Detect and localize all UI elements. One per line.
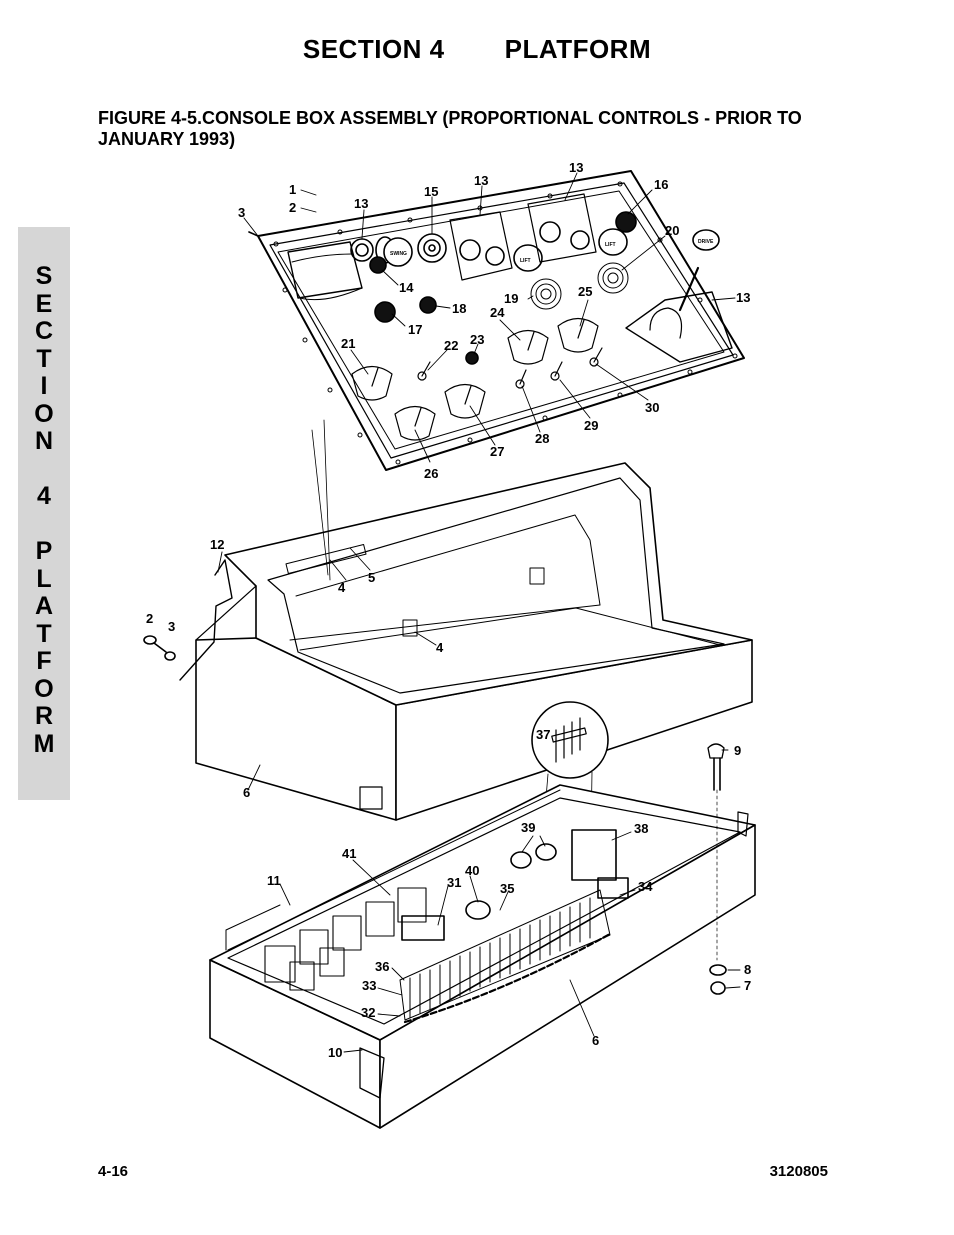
callout-number: 37: [536, 727, 550, 742]
toggle-switches: [351, 317, 603, 441]
side-tab-letter: T: [36, 344, 52, 373]
side-tab-letter: T: [36, 619, 52, 648]
callout-number: 21: [341, 336, 355, 351]
document-number: 3120805: [769, 1163, 828, 1180]
callout-number: 36: [375, 959, 389, 974]
callout-number: 10: [328, 1045, 342, 1060]
callout-number: 18: [452, 301, 466, 316]
callout-number: 1: [289, 182, 296, 197]
side-tab-letter: R: [34, 702, 54, 730]
callout-number: 25: [578, 284, 592, 299]
callout-number: 35: [500, 881, 514, 896]
side-tab-letter: P: [35, 537, 53, 565]
callout-number: 26: [424, 466, 438, 481]
callout-number: 11: [267, 873, 281, 888]
callout-number: 17: [408, 322, 422, 337]
control-panel-plate: [248, 170, 745, 471]
callout-number: 14: [399, 280, 414, 295]
section-number: SECTION 4: [302, 34, 445, 64]
side-tab-letter: O: [34, 674, 54, 703]
indicator-lights: [369, 211, 637, 365]
joystick-controller-lift-2: LIFT: [527, 193, 628, 263]
leader-lines: [217, 172, 741, 1053]
side-tab-letter: 4: [37, 482, 51, 510]
swing-label: SWING: [390, 251, 407, 257]
callout-number: 22: [444, 338, 458, 353]
callout-number: 23: [470, 332, 484, 347]
callout-number: 6: [592, 1033, 599, 1048]
callout-number: 38: [634, 821, 648, 836]
callout-number: 34: [638, 879, 653, 894]
side-tab-letter: I: [40, 372, 48, 400]
console-housing: [143, 419, 753, 821]
callout-number: 32: [361, 1005, 375, 1020]
lift-label-1: LIFT: [520, 258, 531, 264]
callout-number: 29: [584, 418, 598, 433]
figure-title: FIGURE 4-5.CONSOLE BOX ASSEMBLY (PROPORT…: [98, 108, 802, 149]
side-tab-letter: C: [34, 317, 54, 345]
drive-joystick-20: DRIVE: [625, 229, 733, 363]
callout-number: 13: [736, 290, 750, 305]
callout-number: 20: [665, 223, 679, 238]
callout-number: 8: [744, 962, 751, 977]
side-tab-letter: S: [35, 262, 53, 290]
callout-number: 13: [569, 160, 583, 175]
callout-number: 12: [210, 537, 224, 552]
side-tab-letter: N: [34, 427, 54, 455]
side-tab-letter: L: [36, 564, 52, 593]
callout-number: 41: [342, 846, 356, 861]
callout-number: 4: [436, 640, 444, 655]
callout-number: 40: [465, 863, 479, 878]
callout-number: 6: [243, 785, 250, 800]
callout-number: 9: [734, 743, 741, 758]
callout-number: 2: [289, 200, 296, 215]
alarm-grilles: [530, 262, 629, 310]
callout-number: 16: [654, 177, 668, 192]
callout-number: 31: [447, 875, 461, 890]
side-tab-letter: E: [35, 289, 53, 318]
callout-number: 28: [535, 431, 549, 446]
electrical-box: [209, 743, 756, 1129]
side-tab-letter: M: [33, 729, 55, 758]
callout-number: 5: [368, 570, 375, 585]
callout-number: 3: [168, 619, 175, 634]
section-header: SECTION 4 PLATFORM: [0, 34, 954, 65]
lift-label-2: LIFT: [605, 242, 616, 248]
page-number: 4-16: [98, 1163, 129, 1180]
side-tab-letter: F: [36, 647, 52, 675]
callout-number: 15: [424, 184, 438, 199]
callout-number: 39: [521, 820, 535, 835]
callout-number: 3: [238, 205, 245, 220]
callout-number: 7: [744, 978, 751, 993]
joystick-controller-lift-1: LIFT: [449, 211, 543, 281]
callout-number: 13: [474, 173, 488, 188]
joystick-controller-swing: SWING: [350, 236, 413, 267]
drive-knob-label: DRIVE: [698, 239, 714, 245]
side-tab-letter: O: [34, 399, 54, 428]
section-title: PLATFORM: [504, 34, 652, 64]
callout-number: 19: [504, 291, 518, 306]
callout-number: 27: [490, 444, 504, 459]
callout-number: 4: [338, 580, 346, 595]
callout-number: 2: [146, 611, 153, 626]
callout-number: 24: [490, 305, 505, 320]
callout-number: 13: [354, 196, 368, 211]
callout-number: 33: [362, 978, 376, 993]
side-tab-letter: A: [34, 592, 54, 620]
callout-number: 30: [645, 400, 659, 415]
